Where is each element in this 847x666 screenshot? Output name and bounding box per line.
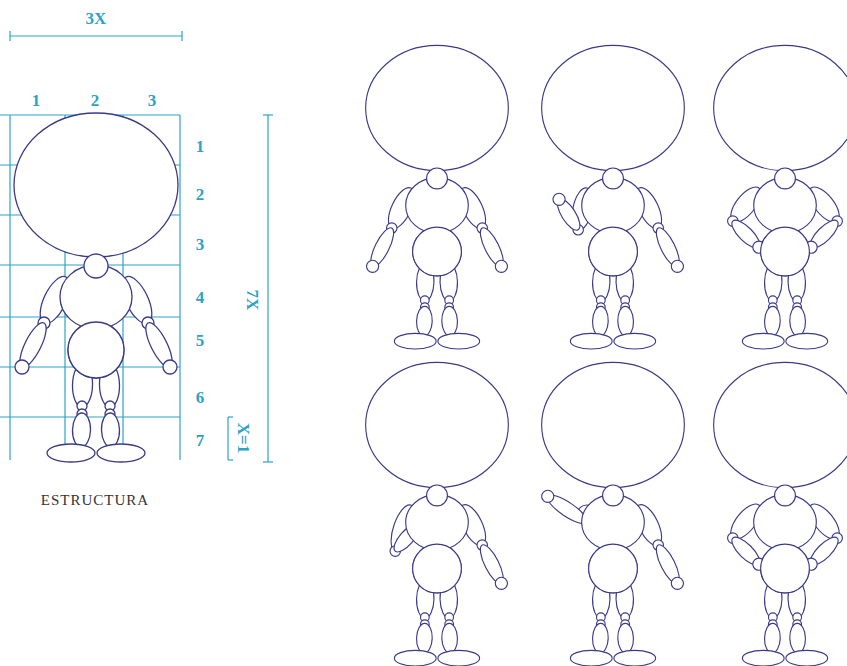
joint-circle	[68, 322, 124, 378]
joint-circle	[413, 227, 462, 276]
grid-number: 3	[148, 92, 157, 109]
joint-circle	[68, 322, 124, 378]
grid-number: 1	[32, 92, 41, 109]
limb-segment	[789, 306, 806, 336]
dimension-label: 7X	[244, 290, 261, 311]
joint-circle	[427, 485, 448, 506]
joint-circle	[553, 193, 565, 205]
figure-group	[14, 45, 847, 666]
character-figure	[366, 45, 509, 349]
joint-circle	[589, 544, 638, 593]
limb-segment	[72, 413, 91, 448]
foot	[614, 333, 656, 349]
head	[14, 113, 178, 257]
head	[366, 45, 509, 170]
joint-circle	[589, 544, 638, 593]
joint-circle	[542, 490, 554, 502]
limb-segment	[789, 623, 806, 653]
joint-circle	[84, 254, 108, 278]
limb-segment	[617, 623, 634, 653]
joint-circle	[427, 168, 448, 189]
joint-circle	[589, 227, 638, 276]
limb-segment	[617, 306, 634, 336]
grid-number: 5	[196, 332, 205, 349]
limb-segment	[416, 623, 433, 653]
character-figure	[14, 113, 178, 462]
joint-circle	[495, 577, 507, 589]
grid-number: 4	[196, 289, 205, 306]
foot	[742, 650, 784, 666]
joint-circle	[761, 227, 810, 276]
joint-circle	[671, 260, 683, 272]
joint-circle	[775, 168, 796, 189]
character-figure	[542, 45, 685, 349]
foot	[394, 333, 436, 349]
joint-circle	[671, 577, 683, 589]
grid-number: 3	[196, 236, 205, 253]
character-figure	[714, 45, 847, 349]
limb-segment	[101, 413, 120, 448]
joint-circle	[775, 485, 796, 506]
foot	[614, 650, 656, 666]
joint-circle	[367, 260, 379, 272]
foot	[438, 333, 480, 349]
limb-segment	[592, 623, 609, 653]
limb-segment	[416, 306, 433, 336]
foot	[786, 333, 828, 349]
dimension-label: X=1	[235, 423, 252, 453]
limb-segment	[441, 306, 458, 336]
limb-segment	[764, 306, 781, 336]
limb-segment	[592, 306, 609, 336]
joint-circle	[495, 260, 507, 272]
grid-number: 1	[196, 138, 205, 155]
caption: ESTRUCTURA	[41, 493, 149, 508]
joint-circle	[761, 227, 810, 276]
head	[714, 362, 847, 487]
joint-circle	[413, 544, 462, 593]
grid-number: 2	[91, 92, 100, 109]
head	[714, 45, 847, 170]
foot	[438, 650, 480, 666]
character-figure	[542, 362, 685, 666]
dimension-lines	[10, 31, 273, 462]
foot	[570, 333, 612, 349]
foot	[570, 650, 612, 666]
limb-segment	[441, 623, 458, 653]
joint-circle	[761, 544, 810, 593]
joint-circle	[413, 227, 462, 276]
foot	[742, 333, 784, 349]
foot	[47, 444, 95, 462]
joint-circle	[413, 544, 462, 593]
limb-segment	[764, 623, 781, 653]
foot	[394, 650, 436, 666]
head	[542, 45, 685, 170]
head	[542, 362, 685, 487]
grid-number: 7	[196, 432, 205, 449]
joint-circle	[15, 360, 29, 374]
joint-circle	[589, 227, 638, 276]
joint-circle	[603, 168, 624, 189]
joint-circle	[761, 544, 810, 593]
head	[366, 362, 509, 487]
foot	[97, 444, 145, 462]
dimension-label: 3X	[86, 10, 107, 27]
joint-circle	[163, 360, 177, 374]
joint-circle	[603, 485, 624, 506]
character-figure	[366, 362, 509, 666]
grid-number: 6	[196, 389, 205, 406]
grid-number: 2	[196, 186, 205, 203]
character-figure	[714, 362, 847, 666]
foot	[786, 650, 828, 666]
